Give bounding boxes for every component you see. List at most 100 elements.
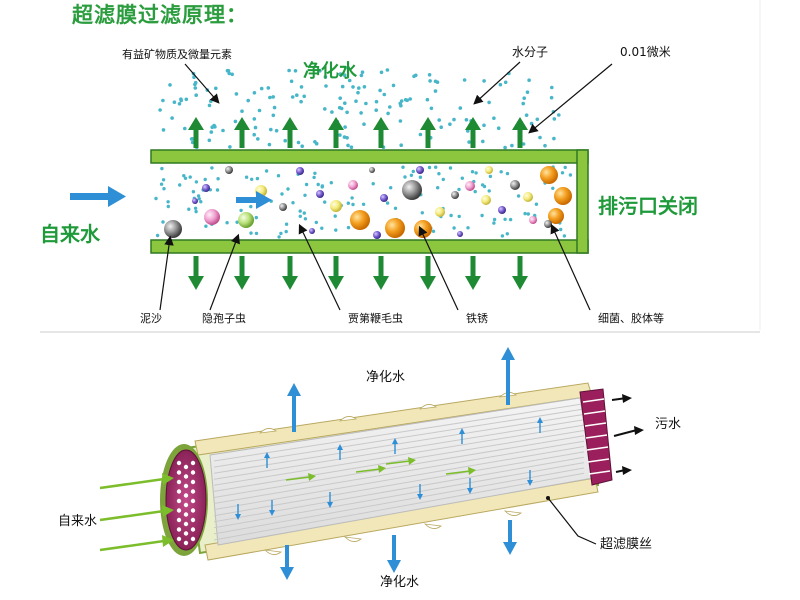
- down-arrow-head: [465, 276, 481, 290]
- inner-water-dot: [409, 173, 414, 177]
- down-arrow-shaft: [287, 256, 293, 278]
- down-arrow-head: [387, 560, 401, 573]
- inner-water-dot: [154, 196, 158, 201]
- water-molecule-dot: [330, 110, 334, 114]
- water-molecule-dot: [549, 95, 554, 100]
- fiber-opening: [176, 508, 182, 513]
- inner-water-dot: [298, 214, 302, 218]
- inner-water-dot: [159, 182, 164, 186]
- inner-water-dot: [562, 234, 567, 238]
- inflow-arrowhead: [162, 535, 174, 547]
- water-molecule-dot: [346, 66, 350, 71]
- water-molecule-dot: [359, 73, 364, 78]
- water-molecule-dot: [498, 82, 503, 87]
- contaminant-particle: [348, 180, 358, 190]
- inner-water-dot: [559, 227, 563, 232]
- down-arrow-head: [373, 276, 389, 290]
- fiber-opening: [190, 479, 196, 485]
- fiber-opening: [183, 540, 189, 546]
- inner-water-dot: [298, 209, 302, 213]
- water-molecule-dot: [482, 79, 486, 83]
- inner-water-dot: [191, 190, 196, 194]
- water-molecule-dot: [339, 73, 343, 77]
- inner-water-dot: [239, 208, 243, 213]
- inner-water-dot: [441, 177, 445, 182]
- inner-water-dot: [350, 196, 354, 200]
- wastewater-arrows: [611, 394, 644, 475]
- inner-water-dot: [225, 221, 229, 225]
- mud-sand-label: 泥沙: [140, 312, 162, 325]
- inner-flow-arrows: [235, 417, 543, 520]
- water-molecule-dot: [487, 100, 491, 105]
- fiber-opening: [176, 479, 182, 485]
- water-molecule-dot: [338, 133, 342, 137]
- down-arrow-shaft: [193, 256, 199, 278]
- inner-water-dot: [249, 231, 253, 235]
- water-molecule-dot: [184, 97, 189, 102]
- water-molecule-dot: [345, 110, 349, 115]
- inner-water-dot: [427, 165, 432, 170]
- inner-flow-arrow: [285, 476, 311, 481]
- down-arrow-shaft: [425, 256, 431, 278]
- up-arrow-shaft: [193, 128, 199, 148]
- cryptosporidium-label: 隐孢子虫: [202, 312, 246, 325]
- fiber-callout: [547, 497, 597, 545]
- water-molecule-dot: [230, 72, 234, 77]
- water-molecule-dot: [207, 103, 212, 108]
- contaminant-particle: [457, 231, 463, 237]
- inflow-arrow: [99, 477, 165, 490]
- water-molecule-dot: [257, 108, 262, 113]
- water-molecule-dot: [342, 135, 347, 139]
- inflow-arrow: [99, 509, 165, 522]
- contaminant-particle: [498, 206, 506, 214]
- water-molecule-dot: [503, 80, 508, 85]
- fiber-opening: [176, 498, 182, 504]
- water-molecule-dot: [192, 75, 196, 80]
- up-arrow-head: [188, 117, 204, 130]
- water-molecule-dot: [382, 92, 387, 97]
- inner-up-arrowhead: [337, 444, 343, 450]
- inner-water-dot: [492, 217, 497, 222]
- inner-water-dot: [194, 180, 199, 184]
- purified-top-label: 净化水: [366, 370, 405, 385]
- inner-water-dot: [500, 234, 505, 238]
- fiber-openings: [176, 460, 196, 546]
- inner-water-dot: [187, 207, 191, 211]
- inner-water-dot: [329, 181, 333, 185]
- membrane-module: [160, 382, 613, 561]
- water-molecule-dot: [428, 79, 432, 83]
- down-arrow-shaft: [517, 256, 523, 278]
- fiber-line: [213, 435, 585, 498]
- inner-water-dot: [194, 209, 198, 214]
- water-molecule-dot: [527, 78, 531, 82]
- inner-water-dot: [312, 175, 316, 180]
- down-arrow-head: [282, 276, 298, 290]
- inner-water-dot: [162, 187, 166, 191]
- contaminant-particle: [330, 200, 342, 212]
- water-molecule-dot: [323, 75, 328, 79]
- minerals-label: 有益矿物质及微量元素: [122, 47, 232, 61]
- water-molecule-dot: [458, 106, 463, 110]
- inner-water-dot: [420, 211, 424, 215]
- water-molecule-dot: [543, 143, 547, 148]
- filtration-arrows: [188, 117, 528, 290]
- water-molecule-dot: [399, 143, 404, 147]
- inner-up-arrowhead: [537, 417, 543, 423]
- contaminant-particle: [544, 220, 552, 228]
- inner-water-dot: [551, 186, 555, 190]
- contaminant-particle: [529, 216, 537, 224]
- inner-water-dot: [499, 170, 503, 174]
- rust-label: 铁锈: [466, 312, 488, 325]
- water-molecule-dot: [552, 136, 556, 141]
- water-molecule-dot: [158, 108, 162, 112]
- inner-water-dot: [284, 222, 289, 226]
- bottom-panel: 净化水 污水 自来水 超滤膜丝 净化水: [40, 331, 760, 590]
- fiber-opening: [183, 521, 189, 527]
- fiber-line: [213, 408, 585, 468]
- inner-water-dot: [389, 186, 393, 190]
- inner-down-arrowhead: [417, 494, 423, 500]
- water-molecule-dot: [529, 121, 534, 126]
- purified-water-label: 净化水: [303, 60, 358, 82]
- water-molecule-dot: [374, 108, 379, 112]
- inner-down-arrowhead: [269, 510, 275, 516]
